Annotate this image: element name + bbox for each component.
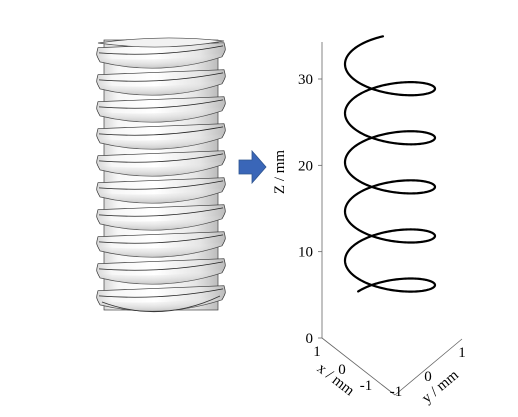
z-tick-label: 0 — [306, 331, 314, 347]
z-tick-label: 20 — [298, 158, 313, 174]
thread-shadow — [100, 268, 222, 285]
y-axis-line — [394, 338, 463, 396]
thread-shadow — [100, 52, 222, 69]
x-axis-line — [321, 337, 396, 396]
thread-seam — [98, 288, 224, 298]
z-tick-label: 30 — [298, 72, 313, 88]
x-tick-label: 1 — [313, 344, 321, 360]
rod-bottom-cap — [101, 295, 221, 313]
thread-seam — [98, 234, 224, 244]
thread-shadow — [100, 214, 222, 231]
thread-shadow — [100, 295, 222, 312]
thread-seam — [98, 45, 224, 55]
thread-seam — [98, 207, 224, 217]
thread-shadow — [100, 187, 222, 204]
threaded-rod-render — [96, 37, 226, 313]
rod-top-cap — [97, 37, 225, 48]
x-axis-label: x / mm — [314, 360, 358, 399]
thread-seam — [98, 126, 224, 136]
x-tick-label: -1 — [360, 378, 373, 394]
thread-seam — [98, 153, 224, 163]
z-tick-marks — [318, 78, 322, 339]
x-tick-label: 0 — [338, 362, 346, 378]
thread-seam — [98, 72, 224, 82]
right-arrow-icon — [238, 149, 267, 185]
z-tick-label: 10 — [298, 245, 313, 261]
thread-shadow — [100, 106, 222, 123]
y-tick-labels: -1 0 1 — [390, 345, 466, 400]
thread-seam — [98, 261, 224, 271]
thread-shadow — [100, 160, 222, 177]
thread-seam — [98, 99, 224, 109]
thread-shadow — [100, 241, 222, 258]
helix-curve — [343, 35, 437, 293]
thread-shadow — [100, 133, 222, 150]
y-tick-label: 1 — [458, 345, 466, 361]
z-tick-labels: 0 10 20 30 — [298, 72, 313, 347]
thread-shadow — [100, 79, 222, 96]
thread-seam — [98, 180, 224, 190]
z-axis-label: Z / mm — [272, 150, 288, 194]
y-tick-label: 0 — [424, 369, 432, 385]
y-tick-label: -1 — [390, 384, 403, 400]
x-tick-labels: 1 0 -1 — [313, 344, 372, 394]
